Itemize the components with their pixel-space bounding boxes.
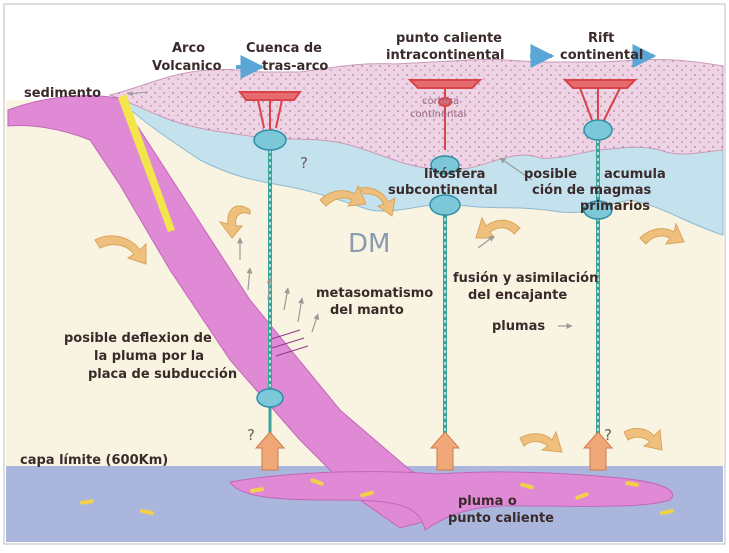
label-subcontinental: subcontinental [388,183,498,198]
label-punto-caliente-top: punto caliente [396,31,502,46]
question-mark-2: ? [247,426,255,444]
label-intracontinental: intracontinental [386,48,504,63]
label-punto-caliente-bottom: punto caliente [448,511,554,526]
label-arco: Arco [172,41,205,56]
label-pluma-o: pluma o [458,494,517,509]
label-acumula: acumula [604,167,666,182]
label-litosfera: litósfera [424,167,485,182]
label-deflexion-1: posible deflexion de [64,331,212,346]
label-cuenca: Cuenca de [246,41,322,56]
label-metasomatismo: metasomatismo [316,286,433,301]
label-cion-de-magmas: ción de magmas [532,183,651,198]
label-corteza: corteza [422,96,459,107]
label-fusion: fusión y asimilación [453,271,598,286]
label-plumas: plumas [492,319,545,334]
label-primarios: primarios [580,199,650,214]
label-trasarco: tras-arco [262,59,328,74]
label-dm: DM [348,229,390,259]
label-deflexion-2: la pluma por la [94,349,204,364]
label-del-manto: del manto [330,303,404,318]
label-volcanico: Volcanico [152,59,222,74]
label-posible: posible [524,167,577,182]
label-capa-limite: capa límite (600Km) [20,453,168,468]
label-del-encajante: del encajante [468,288,567,303]
label-continental: continental [560,48,643,63]
label-sedimento: sedimento [24,86,101,101]
label-continental-small: continental [410,109,466,120]
question-mark-1: ? [300,154,308,172]
label-rift: Rift [588,31,614,46]
label-deflexion-3: placa de subducción [88,367,237,382]
question-mark-3: ? [604,426,612,444]
